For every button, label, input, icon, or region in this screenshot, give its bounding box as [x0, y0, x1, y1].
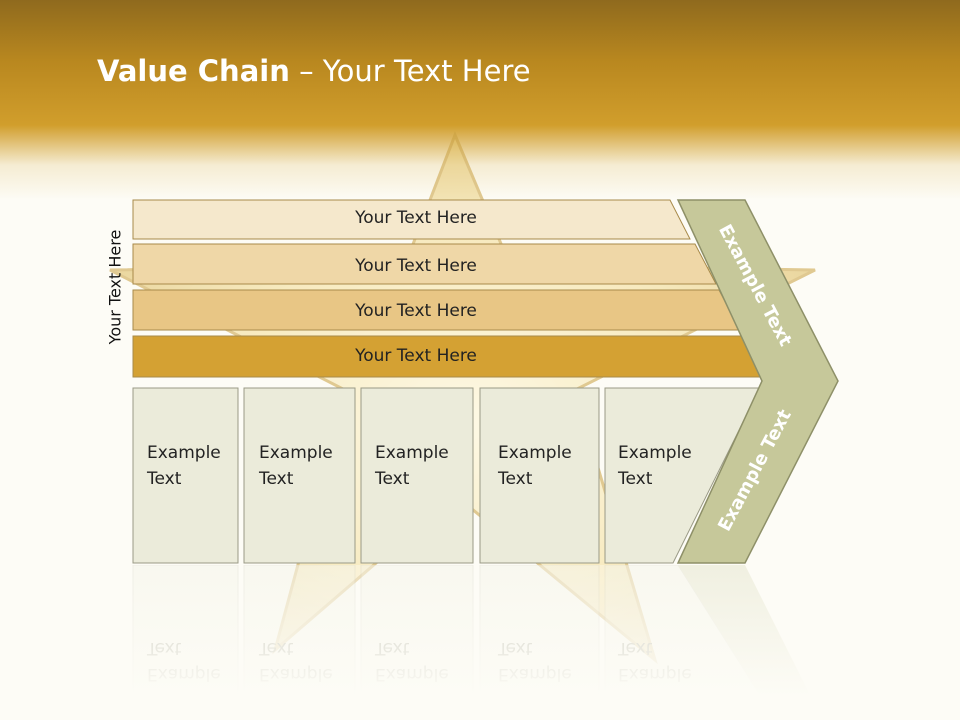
- activity-box-3: [360, 387, 474, 564]
- title-banner: [0, 0, 960, 200]
- title-rest: – Your Text Here: [289, 54, 531, 88]
- box-label-4: Example Text: [498, 443, 572, 489]
- band-1: [132, 199, 691, 240]
- activity-box-4: [479, 387, 600, 564]
- box-label-1: Example Text: [147, 443, 221, 489]
- band-label-4: Your Text Here: [355, 346, 477, 366]
- activity-box-5: [604, 387, 761, 564]
- reflection-fade: [0, 565, 960, 720]
- band-2: [132, 243, 717, 285]
- band-label-3: Your Text Here: [355, 301, 477, 321]
- title-bold: Value Chain: [97, 54, 290, 88]
- band-label-2: Your Text Here: [355, 256, 477, 276]
- chevron-arrow: [676, 199, 839, 564]
- box-label-2: Example Text: [259, 443, 333, 489]
- band-label-1: Your Text Here: [355, 208, 477, 228]
- reflection: Example Text Example Text Example Text E…: [0, 565, 960, 720]
- box-label-5: Example Text: [618, 443, 692, 489]
- activity-box-2: [243, 387, 356, 564]
- activity-box-1: [132, 387, 239, 564]
- box-label-3: Example Text: [375, 443, 449, 489]
- page-title: Value Chain – Your Text Here: [97, 54, 531, 88]
